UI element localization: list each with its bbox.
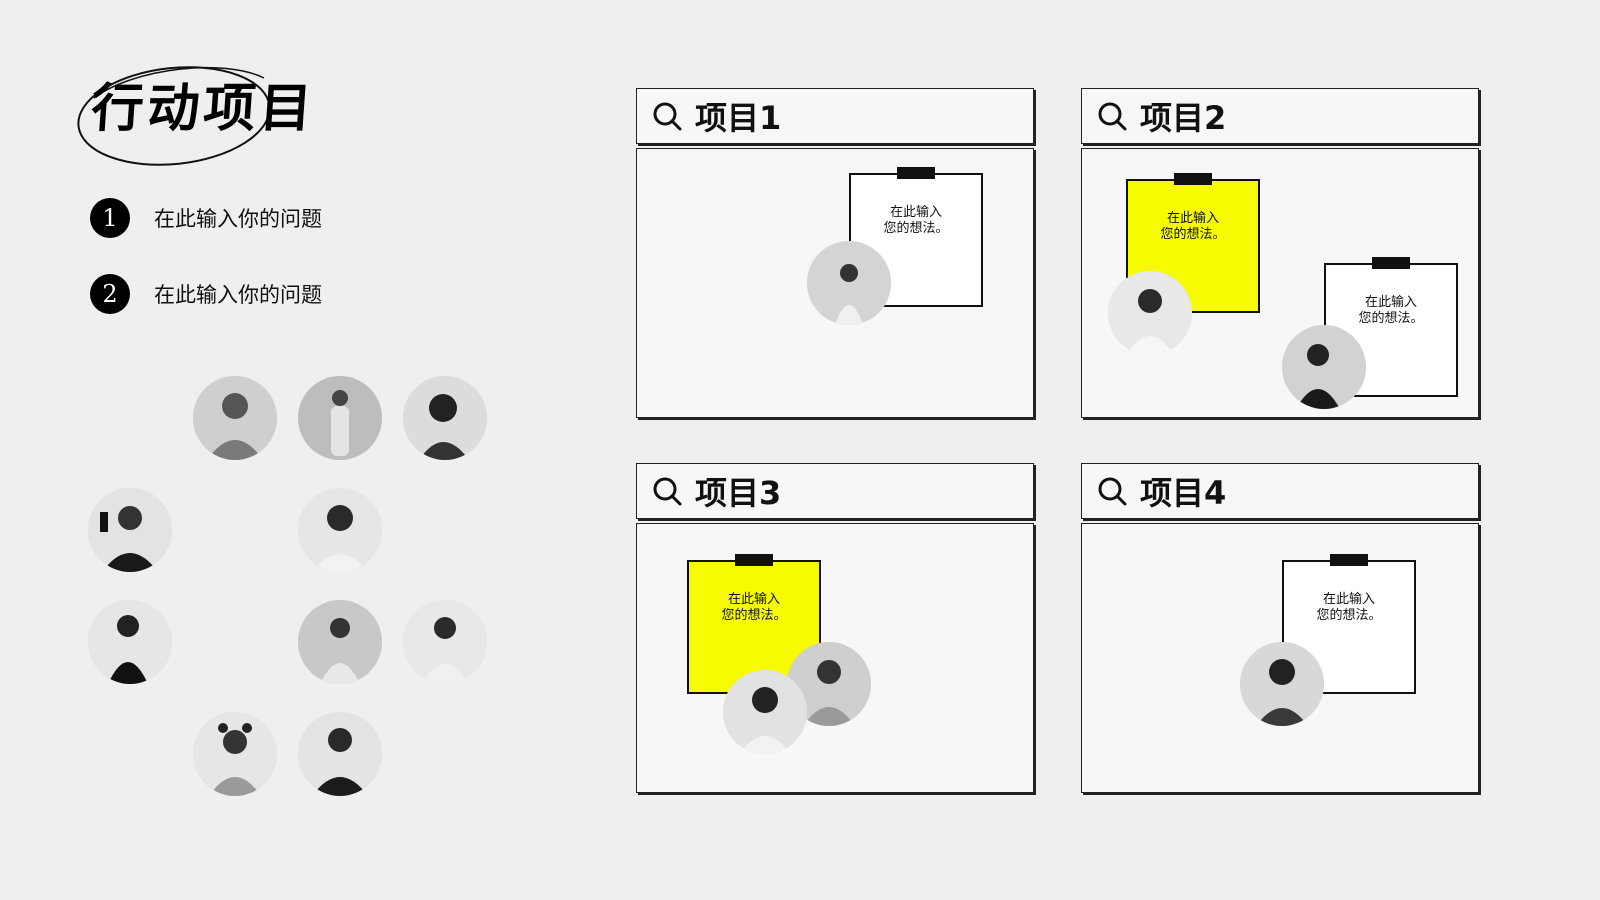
project-title: 项目2 [1140, 99, 1227, 137]
question-text[interactable]: 在此输入你的问题 [154, 207, 322, 231]
project-body: 在此输入 您的想法。 在此输入 您的想法。 [1081, 148, 1479, 418]
tape-decoration [897, 167, 935, 179]
avatar [807, 241, 891, 325]
note-line-1: 在此输入 [1364, 295, 1417, 310]
avatar [403, 376, 487, 460]
note-line-1: 在此输入 [1322, 592, 1375, 607]
search-icon [1098, 477, 1127, 506]
note-line-1: 在此输入 [889, 205, 942, 220]
question-item-1: 1 在此输入你的问题 [90, 196, 322, 240]
tape-decoration [1330, 554, 1368, 566]
project-header[interactable]: 项目4 [1081, 463, 1479, 519]
avatar [88, 488, 172, 572]
avatar [723, 670, 807, 754]
search-icon [1098, 102, 1127, 131]
avatar [298, 488, 382, 572]
question-item-2: 2 在此输入你的问题 [90, 272, 322, 316]
project-body: 在此输入 您的想法。 [1081, 523, 1479, 793]
avatar [88, 600, 172, 684]
question-number-badge: 2 [90, 274, 130, 314]
title-block: 行动项目 [74, 58, 374, 178]
project-title: 项目1 [695, 99, 782, 137]
avatar [298, 600, 382, 684]
title-circle-decoration [77, 66, 271, 166]
tape-decoration [1174, 173, 1212, 185]
search-icon [653, 102, 682, 131]
avatar [193, 712, 277, 796]
project-body: 在此输入 您的想法。 [636, 523, 1034, 793]
project-header[interactable]: 项目1 [636, 88, 1034, 144]
project-title: 项目3 [695, 474, 782, 512]
question-text[interactable]: 在此输入你的问题 [154, 283, 322, 307]
note-line-2: 您的想法。 [1316, 608, 1382, 623]
avatar [193, 376, 277, 460]
page-title: 行动项目 [89, 79, 318, 139]
avatar [1240, 642, 1324, 726]
note-line-1: 在此输入 [727, 592, 780, 607]
question-number-badge: 1 [90, 198, 130, 238]
avatar [298, 712, 382, 796]
project-body: 在此输入 您的想法。 [636, 148, 1034, 418]
avatar [403, 600, 487, 684]
project-header[interactable]: 项目3 [636, 463, 1034, 519]
search-icon [653, 477, 682, 506]
avatar [298, 376, 382, 460]
note-line-2: 您的想法。 [1358, 311, 1424, 326]
project-header[interactable]: 项目2 [1081, 88, 1479, 144]
avatar [1108, 271, 1192, 355]
project-title: 项目4 [1140, 474, 1227, 512]
note-line-2: 您的想法。 [1160, 227, 1226, 242]
tape-decoration [1372, 257, 1410, 269]
note-line-2: 您的想法。 [721, 608, 787, 623]
tape-decoration [735, 554, 773, 566]
note-line-1: 在此输入 [1166, 211, 1219, 226]
avatar [1282, 325, 1366, 409]
note-line-2: 您的想法。 [883, 221, 949, 236]
